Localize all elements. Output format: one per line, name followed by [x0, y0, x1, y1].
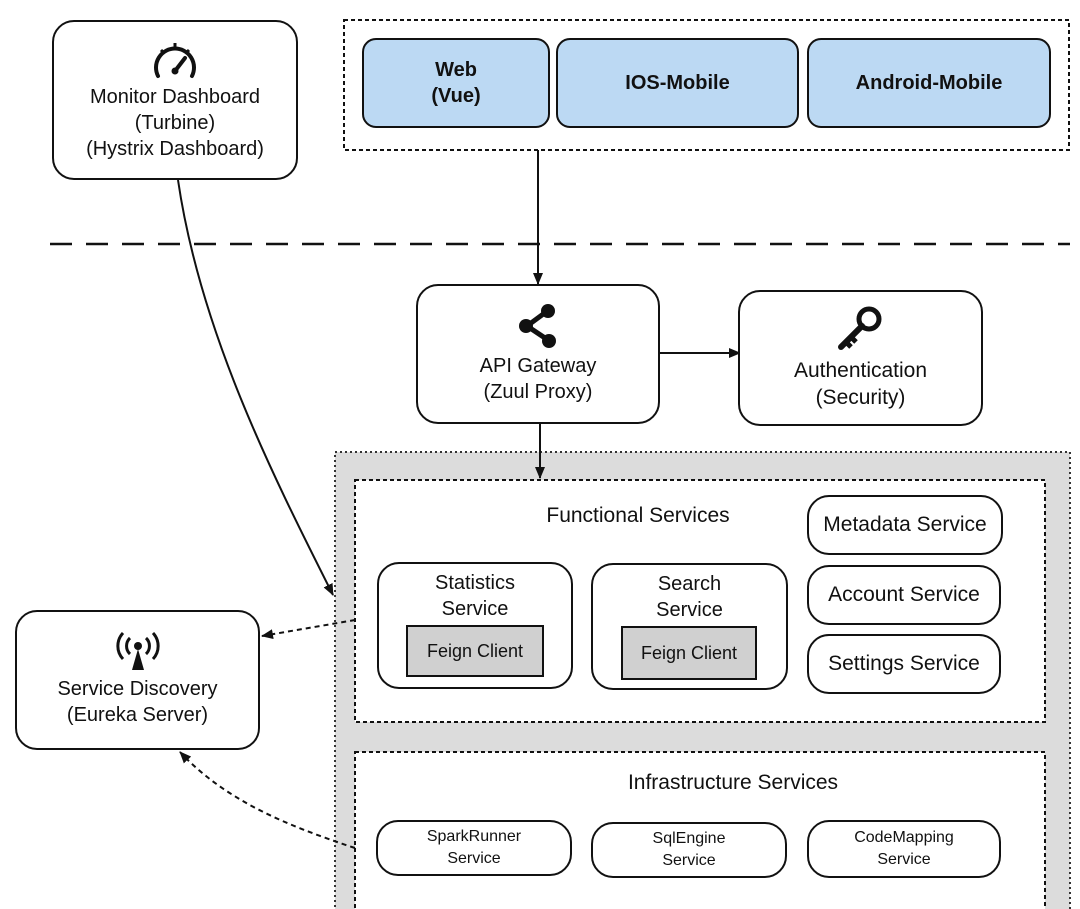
service-discovery-box[interactable]: Service Discovery (Eureka Server) — [15, 610, 260, 750]
sparkrunner-service-box[interactable]: SparkRunner Service — [376, 820, 572, 876]
search-feign-client[interactable]: Feign Client — [621, 626, 757, 680]
api-gateway-title: API Gateway — [479, 355, 597, 377]
metadata-service-label: Metadata Service — [823, 513, 987, 537]
clients-group — [343, 19, 1070, 151]
ios-client-label: IOS-Mobile — [625, 72, 730, 94]
infrastructure-to-discovery-arrow — [179, 751, 356, 849]
monitor-dashboard-title: Monitor Dashboard — [89, 86, 261, 108]
account-service-label: Account Service — [828, 583, 980, 607]
search-service-title: Search — [657, 573, 722, 595]
web-client-label: Web — [435, 59, 477, 81]
monitor-to-services-arrow — [177, 179, 334, 596]
android-client-box[interactable]: Android-Mobile — [807, 38, 1051, 128]
codemapping-service-title: CodeMapping — [854, 829, 954, 847]
api-gateway-subtitle: (Zuul Proxy) — [483, 381, 593, 403]
broadcast-icon — [115, 632, 160, 670]
speedometer-icon — [154, 43, 196, 78]
authentication-box[interactable]: Authentication (Security) — [738, 290, 983, 426]
share-icon — [519, 304, 556, 348]
functional-services-title: Functional Services — [546, 504, 730, 527]
android-client-label: Android-Mobile — [855, 72, 1003, 94]
authentication-title: Authentication — [793, 358, 928, 382]
statistics-feign-client[interactable]: Feign Client — [406, 625, 544, 677]
service-discovery-subtitle: (Eureka Server) — [66, 704, 209, 726]
search-service-subtitle: Service — [656, 599, 723, 621]
sqlengine-service-title: SqlEngine — [652, 830, 726, 848]
settings-service-label: Settings Service — [828, 652, 980, 676]
statistics-service-subtitle: Service — [441, 598, 509, 620]
codemapping-service-box[interactable]: CodeMapping Service — [807, 820, 1001, 878]
monitor-dashboard-turbine: (Turbine) — [134, 112, 216, 134]
account-service-box[interactable]: Account Service — [807, 565, 1001, 625]
key-icon — [837, 306, 881, 350]
monitor-dashboard-box[interactable]: Monitor Dashboard (Turbine) (Hystrix Das… — [52, 20, 298, 180]
monitor-dashboard-hystrix: (Hystrix Dashboard) — [86, 138, 264, 160]
ios-client-box[interactable]: IOS-Mobile — [556, 38, 799, 128]
service-discovery-title: Service Discovery — [57, 678, 218, 700]
api-gateway-box[interactable]: API Gateway (Zuul Proxy) — [416, 284, 660, 424]
web-client-sublabel: (Vue) — [431, 85, 481, 107]
metadata-service-box[interactable]: Metadata Service — [807, 495, 1003, 555]
sqlengine-service-box[interactable]: SqlEngine Service — [591, 822, 787, 878]
authentication-subtitle: (Security) — [815, 386, 906, 409]
functional-to-discovery-arrow — [261, 619, 356, 640]
sparkrunner-service-title: SparkRunner — [426, 828, 522, 846]
codemapping-service-subtitle: Service — [877, 851, 931, 868]
sqlengine-service-subtitle: Service — [662, 852, 716, 869]
infrastructure-services-title: Infrastructure Services — [627, 771, 839, 794]
settings-service-box[interactable]: Settings Service — [807, 634, 1001, 694]
sparkrunner-service-subtitle: Service — [447, 850, 501, 867]
web-client-box[interactable]: Web (Vue) — [362, 38, 550, 128]
statistics-service-title: Statistics — [434, 572, 516, 594]
